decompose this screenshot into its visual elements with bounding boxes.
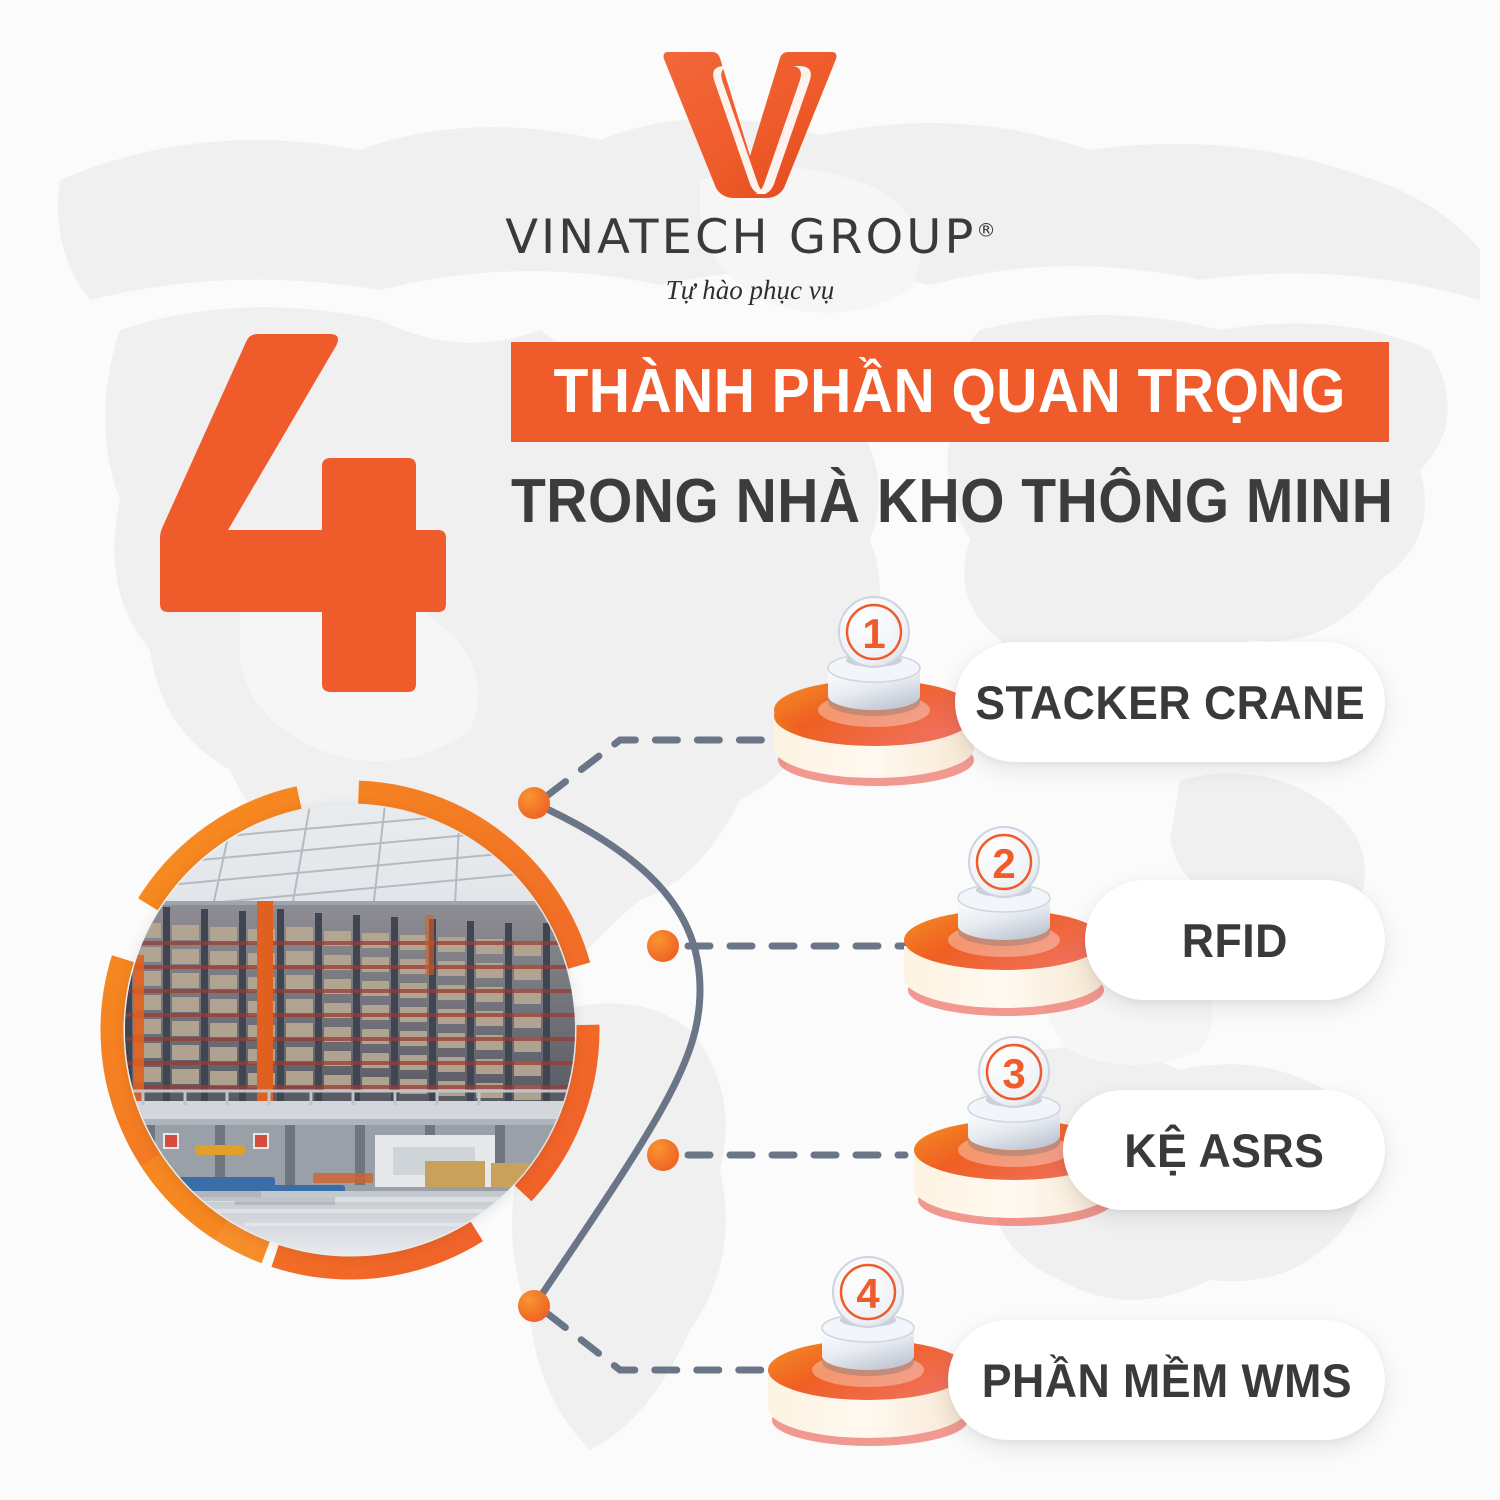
leader-line-1 (544, 736, 804, 799)
pedestal-2: 2 (888, 826, 1118, 1023)
pedestal-1: 1 (758, 596, 988, 793)
brand-tagline: Tự hào phục vụ (665, 275, 835, 305)
item-label-4: PHẦN MỀM WMS (981, 1353, 1352, 1407)
brand-name-text: VINATECH GROUP (504, 210, 976, 265)
item-card-2[interactable]: RFID (1085, 880, 1385, 1000)
item-label-2: RFID (1181, 913, 1289, 967)
connector-dot-1 (518, 787, 550, 819)
pedestal-number-4: 4 (856, 1270, 880, 1317)
connector-dot-2 (647, 930, 679, 962)
photo-ring-decoration (100, 780, 600, 1280)
pedestal-number-2: 2 (992, 840, 1015, 887)
vinatech-v-logo-icon (663, 52, 837, 198)
headline-line-2: TRONG NHÀ KHO THÔNG MINH (511, 467, 1394, 536)
brand-logo-block: VINATECH GROUP® Tự hào phục vụ (0, 44, 1500, 306)
connector-arc (530, 799, 704, 1310)
numeral-four-shape (160, 334, 446, 692)
pedestal-number-1: 1 (862, 610, 885, 657)
item-label-1: STACKER CRANE (975, 675, 1365, 729)
item-label-3: KỆ ASRS (1123, 1123, 1325, 1177)
item-card-4[interactable]: PHẦN MỀM WMS (948, 1320, 1385, 1440)
headline-banner: THÀNH PHẦN QUAN TRỌNG (511, 342, 1389, 442)
connector-dot-4 (518, 1290, 550, 1322)
warehouse-photo (125, 805, 575, 1255)
connector-dot-3 (647, 1139, 679, 1171)
leader-line-4 (544, 1310, 794, 1374)
headline-line-1: THÀNH PHẦN QUAN TRỌNG (553, 357, 1347, 426)
registered-mark: ® (975, 219, 996, 242)
pedestal-3: 3 (898, 1036, 1128, 1233)
pedestal-number-3: 3 (1002, 1050, 1025, 1097)
connector-diagram (0, 560, 1500, 1400)
headline-block (0, 330, 1500, 692)
warehouse-photo-circle (100, 780, 600, 1280)
brand-name: VINATECH GROUP® (505, 210, 996, 265)
item-card-1[interactable]: STACKER CRANE (955, 642, 1385, 762)
headline-subline-wrap: TRONG NHÀ KHO THÔNG MINH (511, 462, 1393, 542)
pedestal-4: 4 (752, 1256, 982, 1453)
item-card-3[interactable]: KỆ ASRS (1063, 1090, 1385, 1210)
headline-number (150, 332, 480, 732)
